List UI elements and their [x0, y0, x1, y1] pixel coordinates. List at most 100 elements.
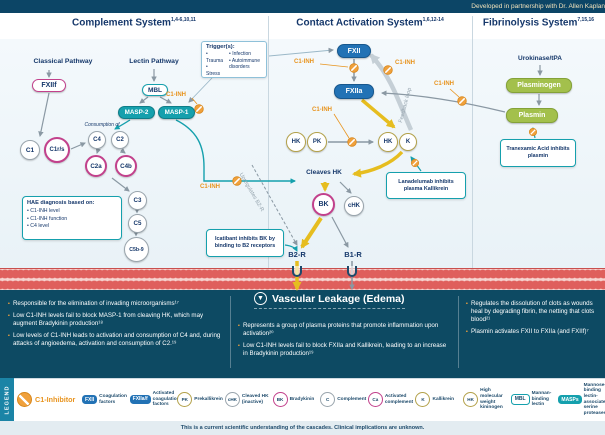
b1-receptor-label: B1-R: [344, 250, 362, 259]
masp1-node: MASP-1: [158, 106, 195, 119]
masp2-node: MASP-2: [118, 106, 155, 119]
legend-item-activated-complement: Ca Activated complement: [367, 392, 413, 407]
hae-box-item: • C4 level: [27, 223, 50, 230]
complement-refs: 1,4-6,10,11: [170, 17, 196, 23]
c1inh-label: C1-INH: [395, 60, 416, 66]
contact-title: Contact Activation System: [296, 17, 423, 29]
ca-chip: Ca: [367, 392, 383, 407]
vascular-leakage-text: Vascular Leakage (Edema): [272, 292, 405, 305]
fxii-chip: FXII: [82, 395, 98, 404]
trigger-item: • Infection: [229, 51, 252, 57]
c4-node: C4: [88, 131, 106, 149]
fxiia-node: FXIIa: [334, 84, 374, 99]
lectin-pathway-label: Lectin Pathway: [129, 58, 179, 65]
b2-receptor-icon: [292, 266, 302, 277]
c2-node: C2: [111, 131, 129, 149]
vascular-right-column: ▪Regulates the dissolution of clots as w…: [466, 300, 596, 340]
chk-chip: cHK: [224, 392, 240, 407]
hk-node: HK: [286, 132, 306, 152]
fxiiaf-chip: FXIIa/f: [129, 394, 151, 404]
fibrinolysis-refs: 7,15,16: [577, 17, 595, 23]
vascular-left-column: ▪Responsible for the elimination of inva…: [8, 300, 226, 353]
legend-item-bradykinin: BK Bradykinin: [272, 392, 318, 407]
masps-chip: MASPs: [558, 395, 582, 404]
legend-item-mbl: MBL Mannan-binding lectin: [510, 391, 556, 408]
pk-chip: PK: [177, 392, 193, 407]
tranexamic-note: Tranexamic Acid inhibits plasmin: [500, 139, 576, 167]
hk-chip: HK: [463, 392, 479, 407]
vascular-bullet: ▪Low levels of C1-INH leads to activatio…: [8, 332, 221, 348]
legend-item-complement: C Complement: [320, 392, 366, 407]
triggers-title: Trigger(s):: [206, 44, 235, 50]
down-arrow-icon: ▼: [254, 292, 267, 305]
c-chip: C: [320, 392, 336, 407]
column-divider-2: [472, 16, 473, 268]
c2a-node: C2a: [85, 155, 107, 177]
c1inh-label: C1-INH: [294, 59, 315, 65]
bk-chip: BK: [272, 392, 288, 407]
vessel-membrane-band: [0, 268, 605, 292]
bk-node: BK: [312, 193, 335, 216]
bullet-icon: ▪: [8, 333, 10, 340]
legend-tab-label: LEGEND: [4, 385, 11, 414]
plasmin-node: Plasmin: [506, 108, 558, 123]
c1-inhibitor-label: C1-Inhibitor: [35, 394, 76, 404]
legend-item-coagulation-factors: FXII Coagulation factors: [82, 394, 127, 405]
mbl-node: MBL: [142, 84, 168, 96]
vascular-bullet: ▪Regulates the dissolution of clots as w…: [466, 300, 595, 324]
hae-box-item: • C1-INH level: [27, 208, 60, 214]
vascular-section-background: [0, 290, 605, 378]
bullet-icon: ▪: [8, 301, 10, 307]
vascular-middle-column: ▪Represents a group of plasma proteins t…: [238, 322, 452, 362]
c1inh-label: C1-INH: [200, 184, 221, 190]
plasminogen-node: Plasminogen: [506, 78, 572, 93]
complement-title: Complement System: [72, 17, 171, 29]
vascular-bullet: ▪Low C1-INH levels fail to block FXIIa a…: [238, 342, 447, 358]
classical-pathway-label: Classical Pathway: [33, 58, 93, 65]
bullet-icon: ▪: [8, 313, 10, 320]
vascular-divider-1: [230, 296, 231, 368]
b2-receptor-label: B2-R: [288, 250, 306, 259]
partnership-banner: Developed in partnership with Dr. Allen …: [0, 0, 605, 13]
lanadelumab-note: Lanadelumab inhibits plasma Kallikrein: [386, 172, 466, 199]
chk-node: cHK: [344, 196, 364, 216]
c1inh-label: C1-INH: [312, 107, 333, 113]
hae-box-title: HAE diagnosis based on:: [27, 200, 95, 206]
hk-node: HK: [378, 132, 398, 152]
pk-node: PK: [307, 132, 327, 152]
trigger-item: • Stress: [206, 64, 221, 77]
vascular-bullet: ▪Plasmin activates FXII to FXIIa (and FX…: [466, 328, 589, 336]
bullet-icon: ▪: [238, 343, 240, 350]
cleaves-hk-label: Cleaves HK: [306, 169, 342, 176]
bullet-icon: ▪: [466, 329, 468, 336]
triggers-box: Trigger(s): • Trauma • Stress • Infectio…: [201, 41, 267, 78]
legend-background: [0, 378, 605, 422]
legend-row: C1-Inhibitor FXII Coagulation factors FX…: [17, 379, 605, 420]
c1inh-label: C1-INH: [434, 81, 455, 87]
legend-tab: LEGEND: [0, 378, 14, 421]
k-chip: K: [415, 392, 431, 407]
trigger-item: • Autoimmune disorders: [229, 57, 260, 71]
hae-diagnosis-box: HAE diagnosis based on: • C1-INH level •…: [22, 196, 122, 240]
urokinase-tpa-label: Urokinase/tPA: [518, 55, 562, 62]
contact-system-header: Contact Activation System1,6,12-14: [268, 17, 472, 35]
disclaimer-footer: This is a current scientific understandi…: [0, 421, 605, 435]
c5b9-node: C5b-9: [124, 237, 149, 262]
legend-item-masps: MASPs Mannose-binding lectin-associated …: [558, 383, 605, 416]
legend-item-activated-coagulation-factors: FXIIa/f Activated coagulation factors: [129, 391, 180, 408]
vascular-bullet: ▪Represents a group of plasma proteins t…: [238, 322, 439, 338]
legend-item-kallikrein: K Kallikrein: [415, 392, 460, 407]
legend-item-prekallikrein: PK Prekallikrein: [177, 392, 223, 407]
c4b-node: C4b: [115, 155, 137, 177]
kallikrein-node: K: [399, 133, 417, 151]
vascular-bullet: ▪Responsible for the elimination of inva…: [8, 300, 179, 307]
c1rs-node: C1r/s: [44, 137, 70, 163]
vascular-divider-2: [458, 296, 459, 368]
c1inh-label: C1-INH: [166, 92, 187, 98]
legend-item-c1-inhibitor: C1-Inhibitor: [17, 392, 79, 407]
c1-node: C1: [20, 140, 40, 160]
c1-inhibitor-icon: [17, 392, 32, 407]
c5-node: C5: [128, 214, 147, 233]
fibrinolysis-title: Fibrinolysis System: [482, 17, 578, 29]
